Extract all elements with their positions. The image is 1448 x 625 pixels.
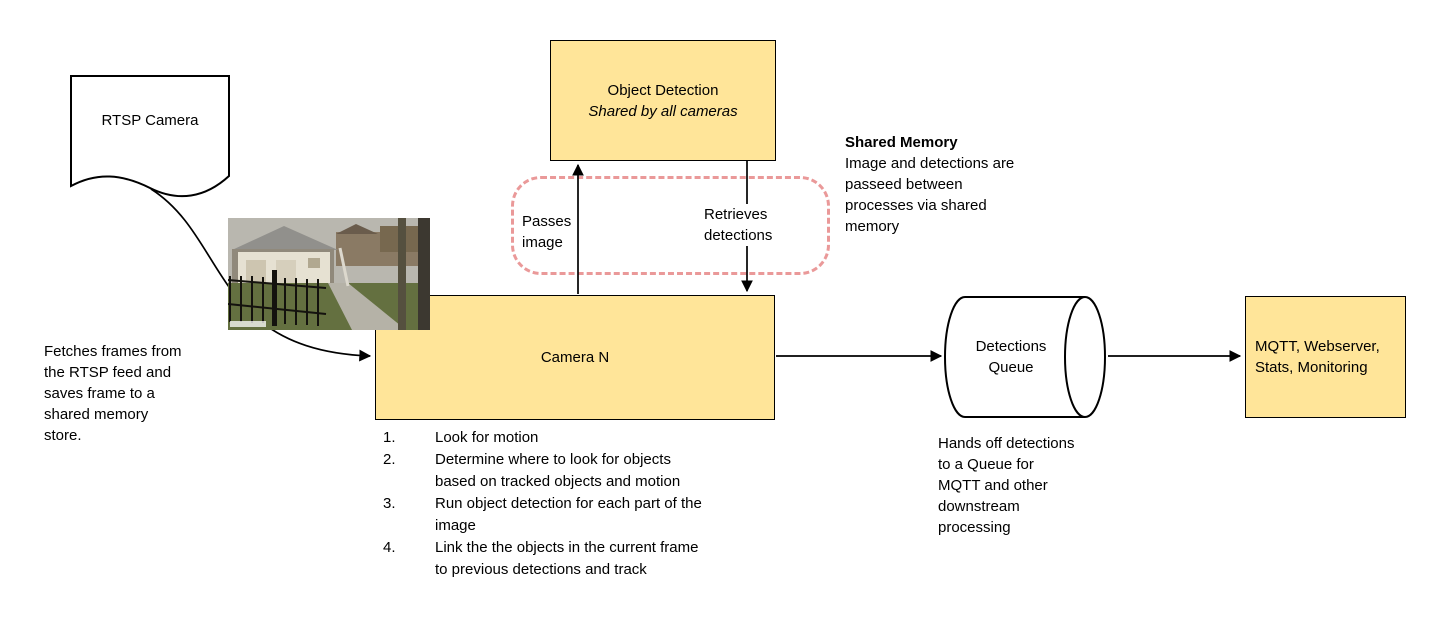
step-number: 3.	[383, 495, 396, 512]
camera-step-3: 3. Run object detection for each part of…	[383, 493, 813, 537]
step-text: Link the the objects in the current fram…	[435, 539, 699, 578]
queue-handoff-note: Hands off detections to a Queue for MQTT…	[938, 435, 1075, 536]
outputs-node: MQTT, Webserver, Stats, Monitoring	[1245, 296, 1406, 418]
rtsp-camera-label: RTSP Camera	[101, 112, 199, 129]
rtsp-camera-document-shape	[70, 75, 230, 198]
object-detection-title: Object Detection	[607, 81, 719, 99]
retrieves-detections-edge-label: Retrieves detections	[702, 204, 775, 246]
camera-step-1: 1. Look for motion	[383, 427, 813, 449]
camera-n-node: Camera N	[375, 295, 775, 420]
passes-image-edge-label: Passes image	[520, 211, 574, 253]
step-number: 2.	[383, 451, 396, 468]
shared-memory-note-title: Shared Memory	[845, 134, 958, 151]
camera-frame-image	[228, 218, 430, 330]
outputs-label: MQTT, Webserver, Stats, Monitoring	[1255, 338, 1380, 376]
shared-memory-region-outline	[511, 176, 830, 275]
object-detection-subtitle: Shared by all cameras	[588, 102, 738, 120]
camera-step-2: 2. Determine where to look for objects b…	[383, 449, 813, 493]
shared-memory-note-body: Image and detections are passeed between…	[845, 155, 1015, 235]
camera-step-4: 4. Link the the objects in the current f…	[383, 537, 813, 581]
step-number: 1.	[383, 429, 396, 446]
detections-queue-label: Detections Queue	[975, 338, 1047, 376]
step-text: Look for motion	[435, 429, 539, 446]
camera-n-label: Camera N	[540, 349, 610, 366]
step-text: Determine where to look for objects base…	[435, 451, 681, 490]
camera-steps-list: 1. Look for motion 2. Determine where to…	[383, 427, 813, 581]
step-number: 4.	[383, 539, 396, 556]
shared-memory-note: Shared Memory Image and detections are p…	[845, 132, 1073, 237]
step-text: Run object detection for each part of th…	[435, 495, 702, 534]
camera-frame-illustration	[228, 218, 430, 330]
object-detection-node: Object Detection Shared by all cameras	[550, 40, 776, 161]
detections-queue-cylinder-rim	[1064, 296, 1086, 418]
fetch-frames-note: Fetches frames from the RTSP feed and sa…	[44, 343, 182, 444]
